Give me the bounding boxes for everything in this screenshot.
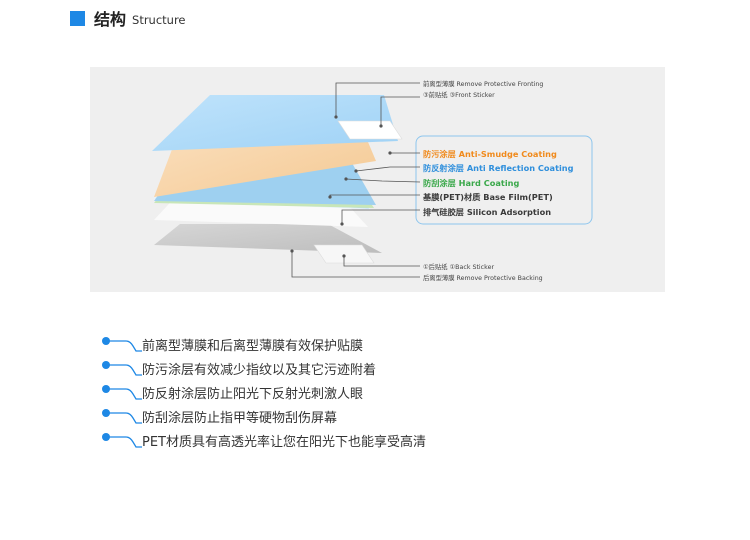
- leader-front-sticker: [380, 96, 420, 126]
- base-film-en: Base Film(PET): [483, 192, 553, 202]
- label-hard-coating: 防刮涂层 Hard Coating: [423, 177, 519, 189]
- label-back-protective: 后离型薄膜 Remove Protective Backing: [423, 275, 543, 282]
- list-item: 防污涂层有效减少指纹以及其它污迹附着: [100, 356, 500, 380]
- feature-text: 防刮涂层防止指甲等硬物刮伤屏幕: [142, 411, 338, 426]
- list-item: 防反射涂层防止阳光下反射光刺激人眼: [100, 380, 500, 404]
- bullet-swoosh-icon: [102, 409, 142, 424]
- label-front-protective: 前离型薄膜 Remove Protective Fronting: [423, 81, 544, 88]
- label-anti-reflection: 防反射涂层 Anti Reflection Coating: [423, 162, 573, 174]
- header-accent-square: [70, 10, 85, 26]
- front-sticker: [337, 120, 403, 140]
- hard-coating-en: Hard Coating: [458, 178, 520, 188]
- leader-hard-coating: [345, 178, 421, 183]
- feature-text: 防污涂层有效减少指纹以及其它污迹附着: [142, 363, 377, 378]
- label-anti-smudge: 防污涂层 Anti-Smudge Coating: [423, 148, 557, 160]
- anti-smudge-en: Anti-Smudge Coating: [458, 149, 557, 159]
- section-title: 结构: [94, 10, 127, 29]
- list-item: PET材质具有高透光率让您在阳光下也能享受高清: [100, 428, 500, 452]
- leader-back-protective: [291, 251, 420, 278]
- structure-diagram: 前离型薄膜 Remove Protective Fronting ③前贴纸 ③F…: [90, 67, 665, 292]
- label-base-film: 基膜(PET)材质 Base Film(PET): [423, 191, 553, 203]
- base-film-cn: 基膜(PET)材质: [423, 192, 481, 202]
- list-item: 防刮涂层防止指甲等硬物刮伤屏幕: [100, 404, 500, 428]
- silicon-en: Silicon Adsorption: [466, 207, 552, 217]
- feature-list: 前离型薄膜和后离型薄膜有效保护贴膜 防污涂层有效减少指纹以及其它污迹附着 防反射…: [100, 332, 500, 452]
- bullet-swoosh-icon: [102, 385, 142, 400]
- leader-back-sticker: [343, 256, 420, 267]
- callout-box: [415, 135, 593, 225]
- section-subtitle: Structure: [132, 12, 186, 27]
- anti-smudge-cn: 防污涂层: [423, 149, 456, 159]
- leader-front-protective: [335, 82, 420, 117]
- feature-text: 防反射涂层防止阳光下反射光刺激人眼: [142, 387, 364, 402]
- leader-silicon: [341, 209, 420, 224]
- leader-anti-reflection: [355, 166, 420, 172]
- bullet-swoosh-icon: [102, 337, 142, 352]
- list-item: 前离型薄膜和后离型薄膜有效保护贴膜: [100, 332, 500, 356]
- hard-coating-cn: 防刮涂层: [423, 178, 456, 188]
- label-silicon: 排气硅胶层 Silicon Adsorption: [423, 206, 551, 218]
- anti-reflection-cn: 防反射涂层: [423, 163, 464, 173]
- anti-reflection-en: Anti Reflection Coating: [466, 163, 574, 173]
- label-back-sticker: ①后贴纸 ①Back Sticker: [423, 264, 495, 271]
- label-front-sticker: ③前贴纸 ③Front Sticker: [423, 92, 495, 99]
- section-header: 结构 Structure: [70, 6, 186, 30]
- bullet-swoosh-icon: [102, 433, 142, 448]
- bullet-swoosh-icon: [102, 361, 142, 376]
- silicon-cn: 排气硅胶层: [423, 207, 464, 217]
- layer-stack-svg: [152, 82, 593, 278]
- feature-text: 前离型薄膜和后离型薄膜有效保护贴膜: [142, 339, 364, 354]
- back-sticker: [313, 244, 375, 264]
- layer-front-protective: [152, 95, 398, 151]
- feature-text: PET材质具有高透光率让您在阳光下也能享受高清: [142, 435, 426, 450]
